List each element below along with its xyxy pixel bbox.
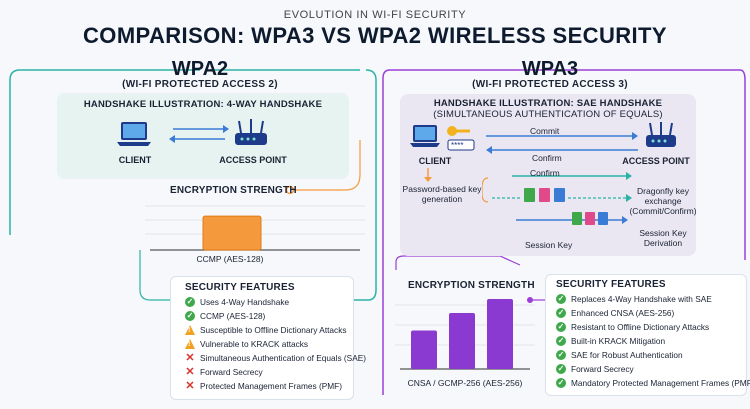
laptop-icon bbox=[117, 122, 151, 146]
check-icon: ✓ bbox=[556, 378, 566, 388]
wpa2-ap-label: ACCESS POINT bbox=[219, 155, 287, 165]
wpa3-features-box: SECURITY FEATURES ✓ Replaces 4-Way Handsh… bbox=[545, 274, 750, 396]
session-key-derivation: Session Key Derivation bbox=[639, 228, 687, 248]
cross-icon: ✕ bbox=[185, 380, 195, 392]
commit-label: Commit bbox=[530, 126, 560, 136]
router-icon bbox=[235, 119, 267, 145]
wpa2-client-label: CLIENT bbox=[118, 155, 152, 165]
wpa3-heading: WPA3 bbox=[521, 58, 579, 80]
wpa3-encryption-bar bbox=[411, 330, 437, 369]
cross-icon: ✕ bbox=[185, 366, 195, 378]
wpa3-feature-item: ✓ SAE for Robust Authentication bbox=[556, 350, 683, 360]
svg-text:****: **** bbox=[451, 141, 463, 150]
confirm-label-2: Confirm bbox=[530, 168, 560, 178]
wpa2-features-title: SECURITY FEATURES bbox=[185, 282, 295, 293]
session-key-label: Session Key bbox=[525, 240, 573, 250]
password-key-generation: Password-based key generation bbox=[402, 184, 482, 204]
check-icon: ✓ bbox=[185, 297, 195, 307]
down-arrow-icon bbox=[424, 168, 432, 182]
wpa2-subheading: (WI-FI PROTECTED ACCESS 2) bbox=[122, 79, 278, 90]
wpa3-feature-item: ✓ Mandatory Protected Management Frames (… bbox=[556, 378, 750, 388]
wpa2-heading: WPA2 bbox=[171, 58, 229, 80]
check-icon: ✓ bbox=[556, 364, 566, 374]
warning-icon: ! bbox=[185, 339, 195, 349]
wpa2-encryption-title: ENCRYPTION STRENGTH bbox=[170, 185, 297, 196]
wpa2-feat-connector bbox=[139, 250, 170, 301]
check-icon: ✓ bbox=[556, 308, 566, 318]
wpa2-feature-item: ✕ Simultaneous Authentication of Equals (… bbox=[185, 352, 367, 364]
wpa3-client-label: CLIENT bbox=[418, 156, 452, 166]
wpa2-feature-item: ! Susceptible to Offline Dictionary Attac… bbox=[185, 325, 347, 335]
check-icon: ✓ bbox=[556, 322, 566, 332]
router-icon bbox=[646, 122, 676, 147]
wpa3-handshake-panel: HANDSHAKE ILLUSTRATION: SAE HANDSHAKE (S… bbox=[400, 94, 697, 256]
check-icon: ✓ bbox=[185, 311, 195, 321]
wpa3-ap-label: ACCESS POINT bbox=[622, 156, 690, 166]
wpa3-feature-text: Forward Secrecy bbox=[571, 364, 634, 374]
wpa3-features-title: SECURITY FEATURES bbox=[556, 279, 666, 290]
wpa2-right-line bbox=[340, 69, 377, 301]
wpa2-feature-item: ✕ Protected Management Frames (PMF) bbox=[185, 380, 343, 392]
wpa3-feature-item: ✓ Enhanced CNSA (AES-256) bbox=[556, 308, 674, 318]
wpa3-feature-text: Built-in KRACK Mitigation bbox=[571, 336, 666, 346]
wpa2-feature-text: Susceptible to Offline Dictionary Attack… bbox=[200, 325, 347, 335]
purple-dot bbox=[527, 297, 533, 303]
wpa2-encryption-caption: CCMP (AES-128) bbox=[196, 254, 264, 264]
wpa2-feature-text: CCMP (AES-128) bbox=[200, 311, 266, 321]
check-icon: ✓ bbox=[556, 294, 566, 304]
wpa2-frame-line bbox=[9, 69, 200, 235]
wpa3-frame-left bbox=[382, 69, 391, 395]
dragonfly-label: Dragonfly key exchange (Commit/Confirm) bbox=[629, 186, 697, 216]
wpa3-feature-text: Mandatory Protected Management Frames (P… bbox=[571, 378, 750, 388]
wpa2-feature-text: Uses 4-Way Handshake bbox=[200, 297, 290, 307]
wpa3-feature-item: ✓ Built-in KRACK Mitigation bbox=[556, 336, 665, 346]
check-icon: ✓ bbox=[556, 336, 566, 346]
wpa2-features-box: SECURITY FEATURES ✓Uses 4-Way Handshake✓… bbox=[170, 276, 366, 400]
wpa3-encryption-caption: CNSA / GCMP-256 (AES-256) bbox=[407, 378, 523, 388]
wpa2-encryption-chart bbox=[145, 205, 365, 251]
handshake-arrows bbox=[169, 125, 229, 143]
wpa3-handshake-subtitle: (SIMULTANEOUS AUTHENTICATION OF EQUALS) bbox=[433, 109, 663, 120]
eyebrow: EVOLUTION IN WI-FI SECURITY bbox=[283, 9, 467, 21]
wpa2-feature-item: ✓ CCMP (AES-128) bbox=[185, 311, 265, 321]
key-password-icon: **** bbox=[447, 126, 475, 151]
orange-connector bbox=[292, 140, 361, 191]
orange-dot bbox=[285, 185, 295, 195]
wpa2-feature-item: ✕ Forward Secrecy bbox=[185, 366, 263, 378]
wpa2-encryption-bar bbox=[202, 215, 262, 251]
wpa2-feature-text: Forward Secrecy bbox=[200, 367, 263, 377]
warning-icon: ! bbox=[185, 325, 195, 335]
wpa2-feature-text: Protected Management Frames (PMF) bbox=[200, 381, 343, 391]
wpa3-feature-text: Replaces 4-Way Handshake with SAE bbox=[571, 294, 712, 304]
wpa2-feature-item: ✓ Uses 4-Way Handshake bbox=[185, 297, 289, 307]
wpa3-encryption-bar bbox=[487, 299, 513, 369]
wpa3-handshake-title: HANDSHAKE ILLUSTRATION: SAE HANDSHAKE bbox=[433, 98, 663, 109]
wpa3-feature-item: ✓ Forward Secrecy bbox=[556, 364, 634, 374]
wpa2-feature-text: Vulnerable to KRACK attacks bbox=[200, 339, 309, 349]
wpa3-feature-text: Enhanced CNSA (AES-256) bbox=[571, 308, 675, 318]
wpa3-subheading: (WI-FI PROTECTED ACCESS 3) bbox=[472, 79, 628, 90]
laptop-icon bbox=[410, 125, 440, 147]
wpa3-feature-item: ✓ Resistant to Offline Dictionary Attacks bbox=[556, 322, 709, 332]
page-title: COMPARISON: WPA3 VS WPA2 WIRELESS SECURI… bbox=[83, 23, 667, 48]
wpa3-feature-item: ✓ Replaces 4-Way Handshake with SAE bbox=[556, 294, 712, 304]
commit-confirm-arrows bbox=[486, 132, 638, 154]
wpa3-connector bbox=[395, 255, 521, 270]
wpa3-encryption-title: ENCRYPTION STRENGTH bbox=[408, 280, 535, 291]
wpa2-feature-text: Simultaneous Authentication of Equals (S… bbox=[200, 353, 367, 363]
wpa3-frame-top bbox=[390, 69, 746, 260]
wpa3-encryption-chart bbox=[395, 299, 535, 370]
wpa3-feature-text: SAE for Robust Authentication bbox=[571, 350, 683, 360]
confirm-label: Confirm bbox=[532, 153, 562, 163]
dragonfly-exchange-diagram bbox=[482, 172, 632, 225]
wpa2-feature-item: ! Vulnerable to KRACK attacks bbox=[185, 339, 308, 349]
wpa2-handshake-title: HANDSHAKE ILLUSTRATION: 4-WAY HANDSHAKE bbox=[83, 99, 323, 110]
wpa2-handshake-panel: HANDSHAKE ILLUSTRATION: 4-WAY HANDSHAKE … bbox=[57, 93, 349, 179]
cross-icon: ✕ bbox=[185, 352, 195, 364]
wpa3-encryption-bar bbox=[449, 313, 475, 369]
wpa3-feature-text: Resistant to Offline Dictionary Attacks bbox=[571, 322, 710, 332]
check-icon: ✓ bbox=[556, 350, 566, 360]
